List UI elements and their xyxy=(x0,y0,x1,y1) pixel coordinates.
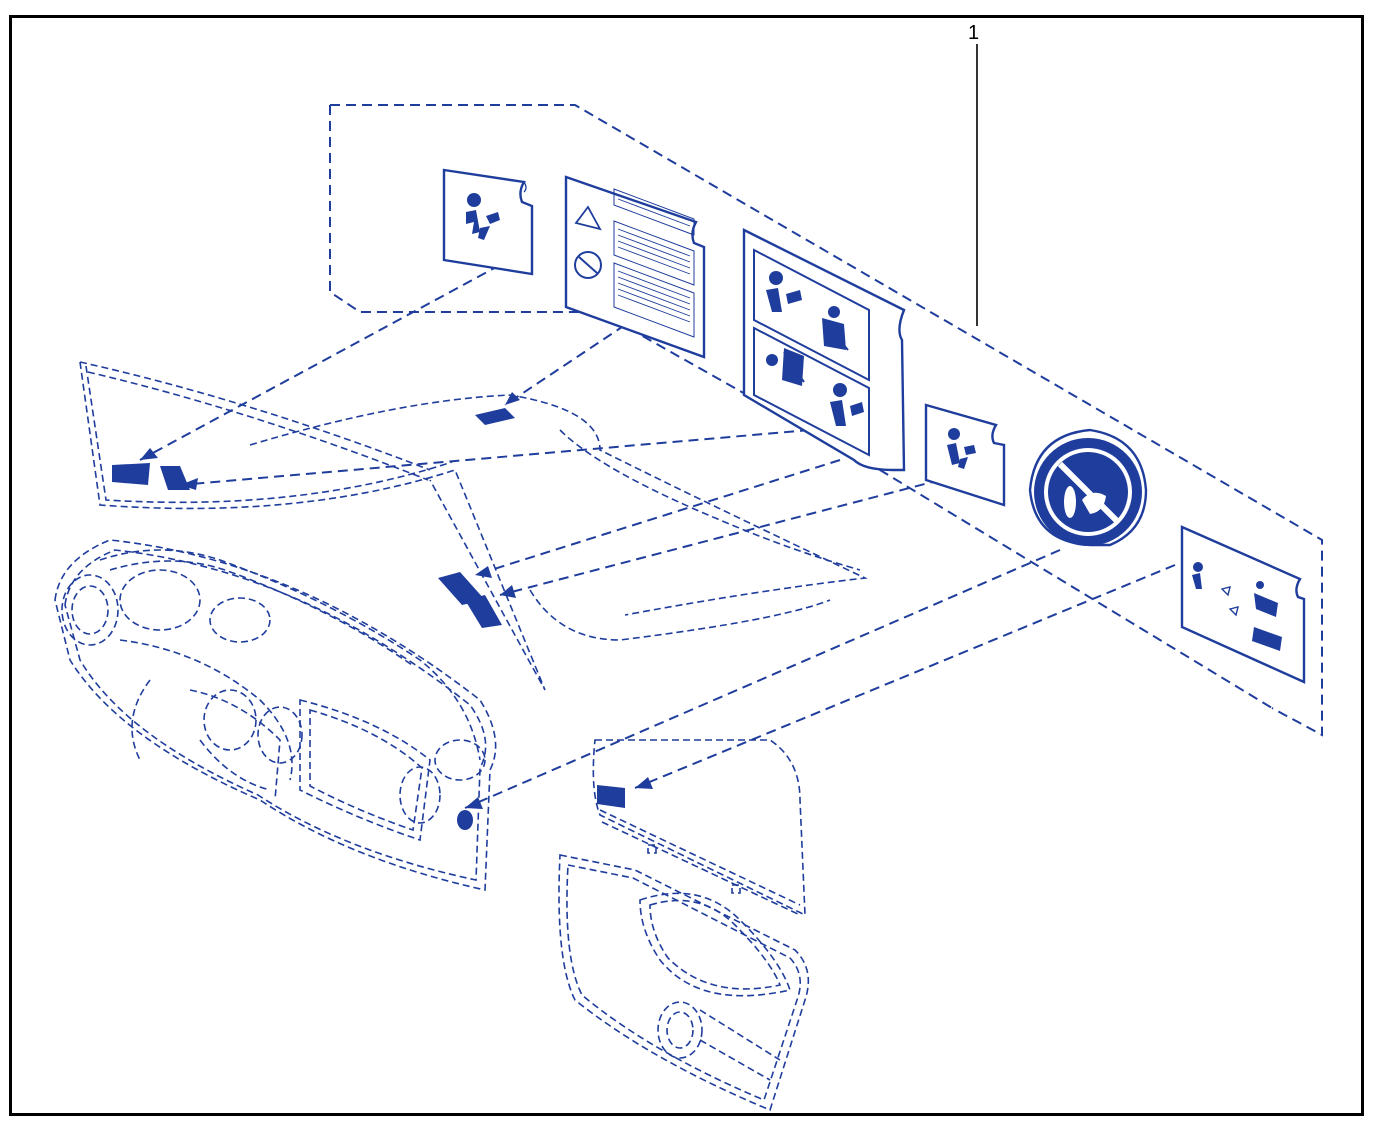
door-trim-upper-outline xyxy=(592,739,806,917)
marker-roof xyxy=(475,408,515,425)
mounting-arrows xyxy=(139,264,1176,809)
instrument-panel-outline xyxy=(54,539,497,891)
marker-pillar-upper xyxy=(438,572,485,605)
label-placement-markers xyxy=(112,408,625,830)
label-airbag-instructions xyxy=(1180,525,1306,684)
windshield-outline xyxy=(79,361,546,691)
arrow-heads xyxy=(140,392,653,809)
marker-dash-side xyxy=(457,810,473,830)
marker-sunvisor-right xyxy=(160,466,190,490)
label-seatbelt-airbag-panels xyxy=(742,228,906,472)
label-airbag-small-2 xyxy=(924,403,1006,507)
marker-sunvisor-left xyxy=(112,463,150,485)
marker-door xyxy=(597,785,625,808)
callout-number-1: 1 xyxy=(968,22,980,44)
label-warning-text xyxy=(564,175,706,359)
label-set-outline xyxy=(329,104,1323,737)
label-round-no-rearward-seat xyxy=(1028,428,1148,547)
roof-panel-outline xyxy=(249,394,868,641)
marker-pillar-lower xyxy=(465,595,502,628)
door-trim-lower-outline xyxy=(558,854,810,1112)
label-airbag-small xyxy=(442,168,534,276)
